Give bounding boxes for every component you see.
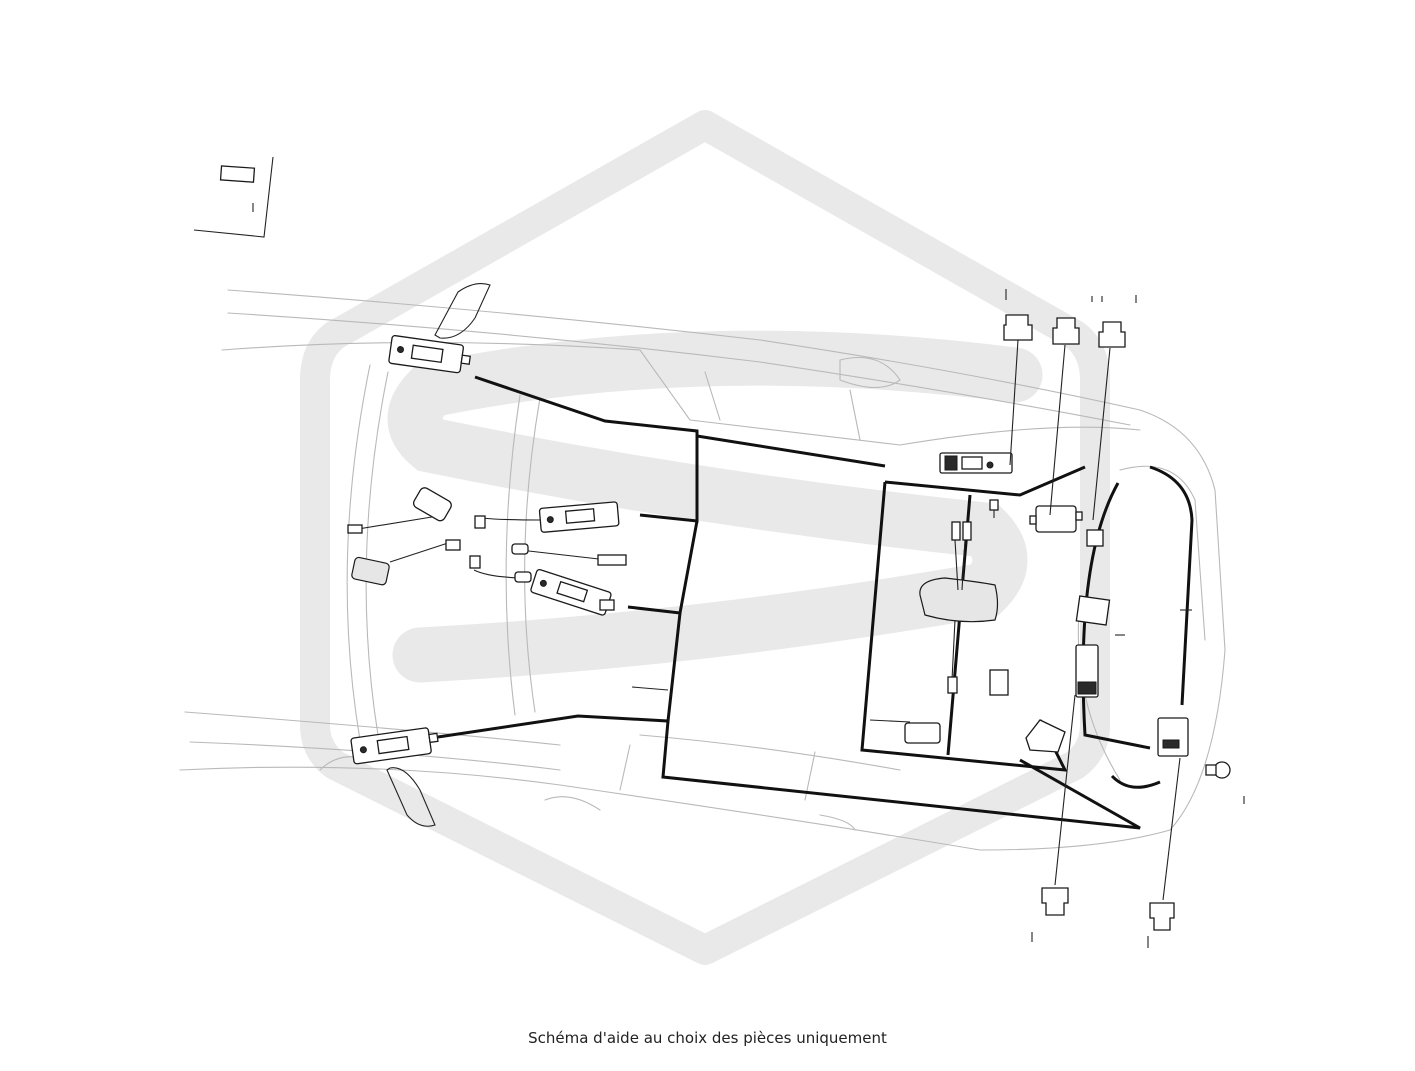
antenna-module-top [939,452,1013,474]
antenna-module-front-right [350,727,439,765]
center-components [869,499,1009,744]
right-components [1025,505,1231,779]
watermark-logo [300,110,1110,965]
antenna-module-front-left [388,335,471,374]
side-mirrors [386,283,491,827]
connector-callouts [1003,289,1245,948]
inset-frame [193,156,274,238]
sensor-cables-left [347,487,627,611]
car-body-outline [179,289,1226,851]
diagram-caption: Schéma d'aide au choix des pièces unique… [528,1029,887,1047]
antenna-module-center-a [538,501,620,533]
wiring-harness [437,375,1194,830]
